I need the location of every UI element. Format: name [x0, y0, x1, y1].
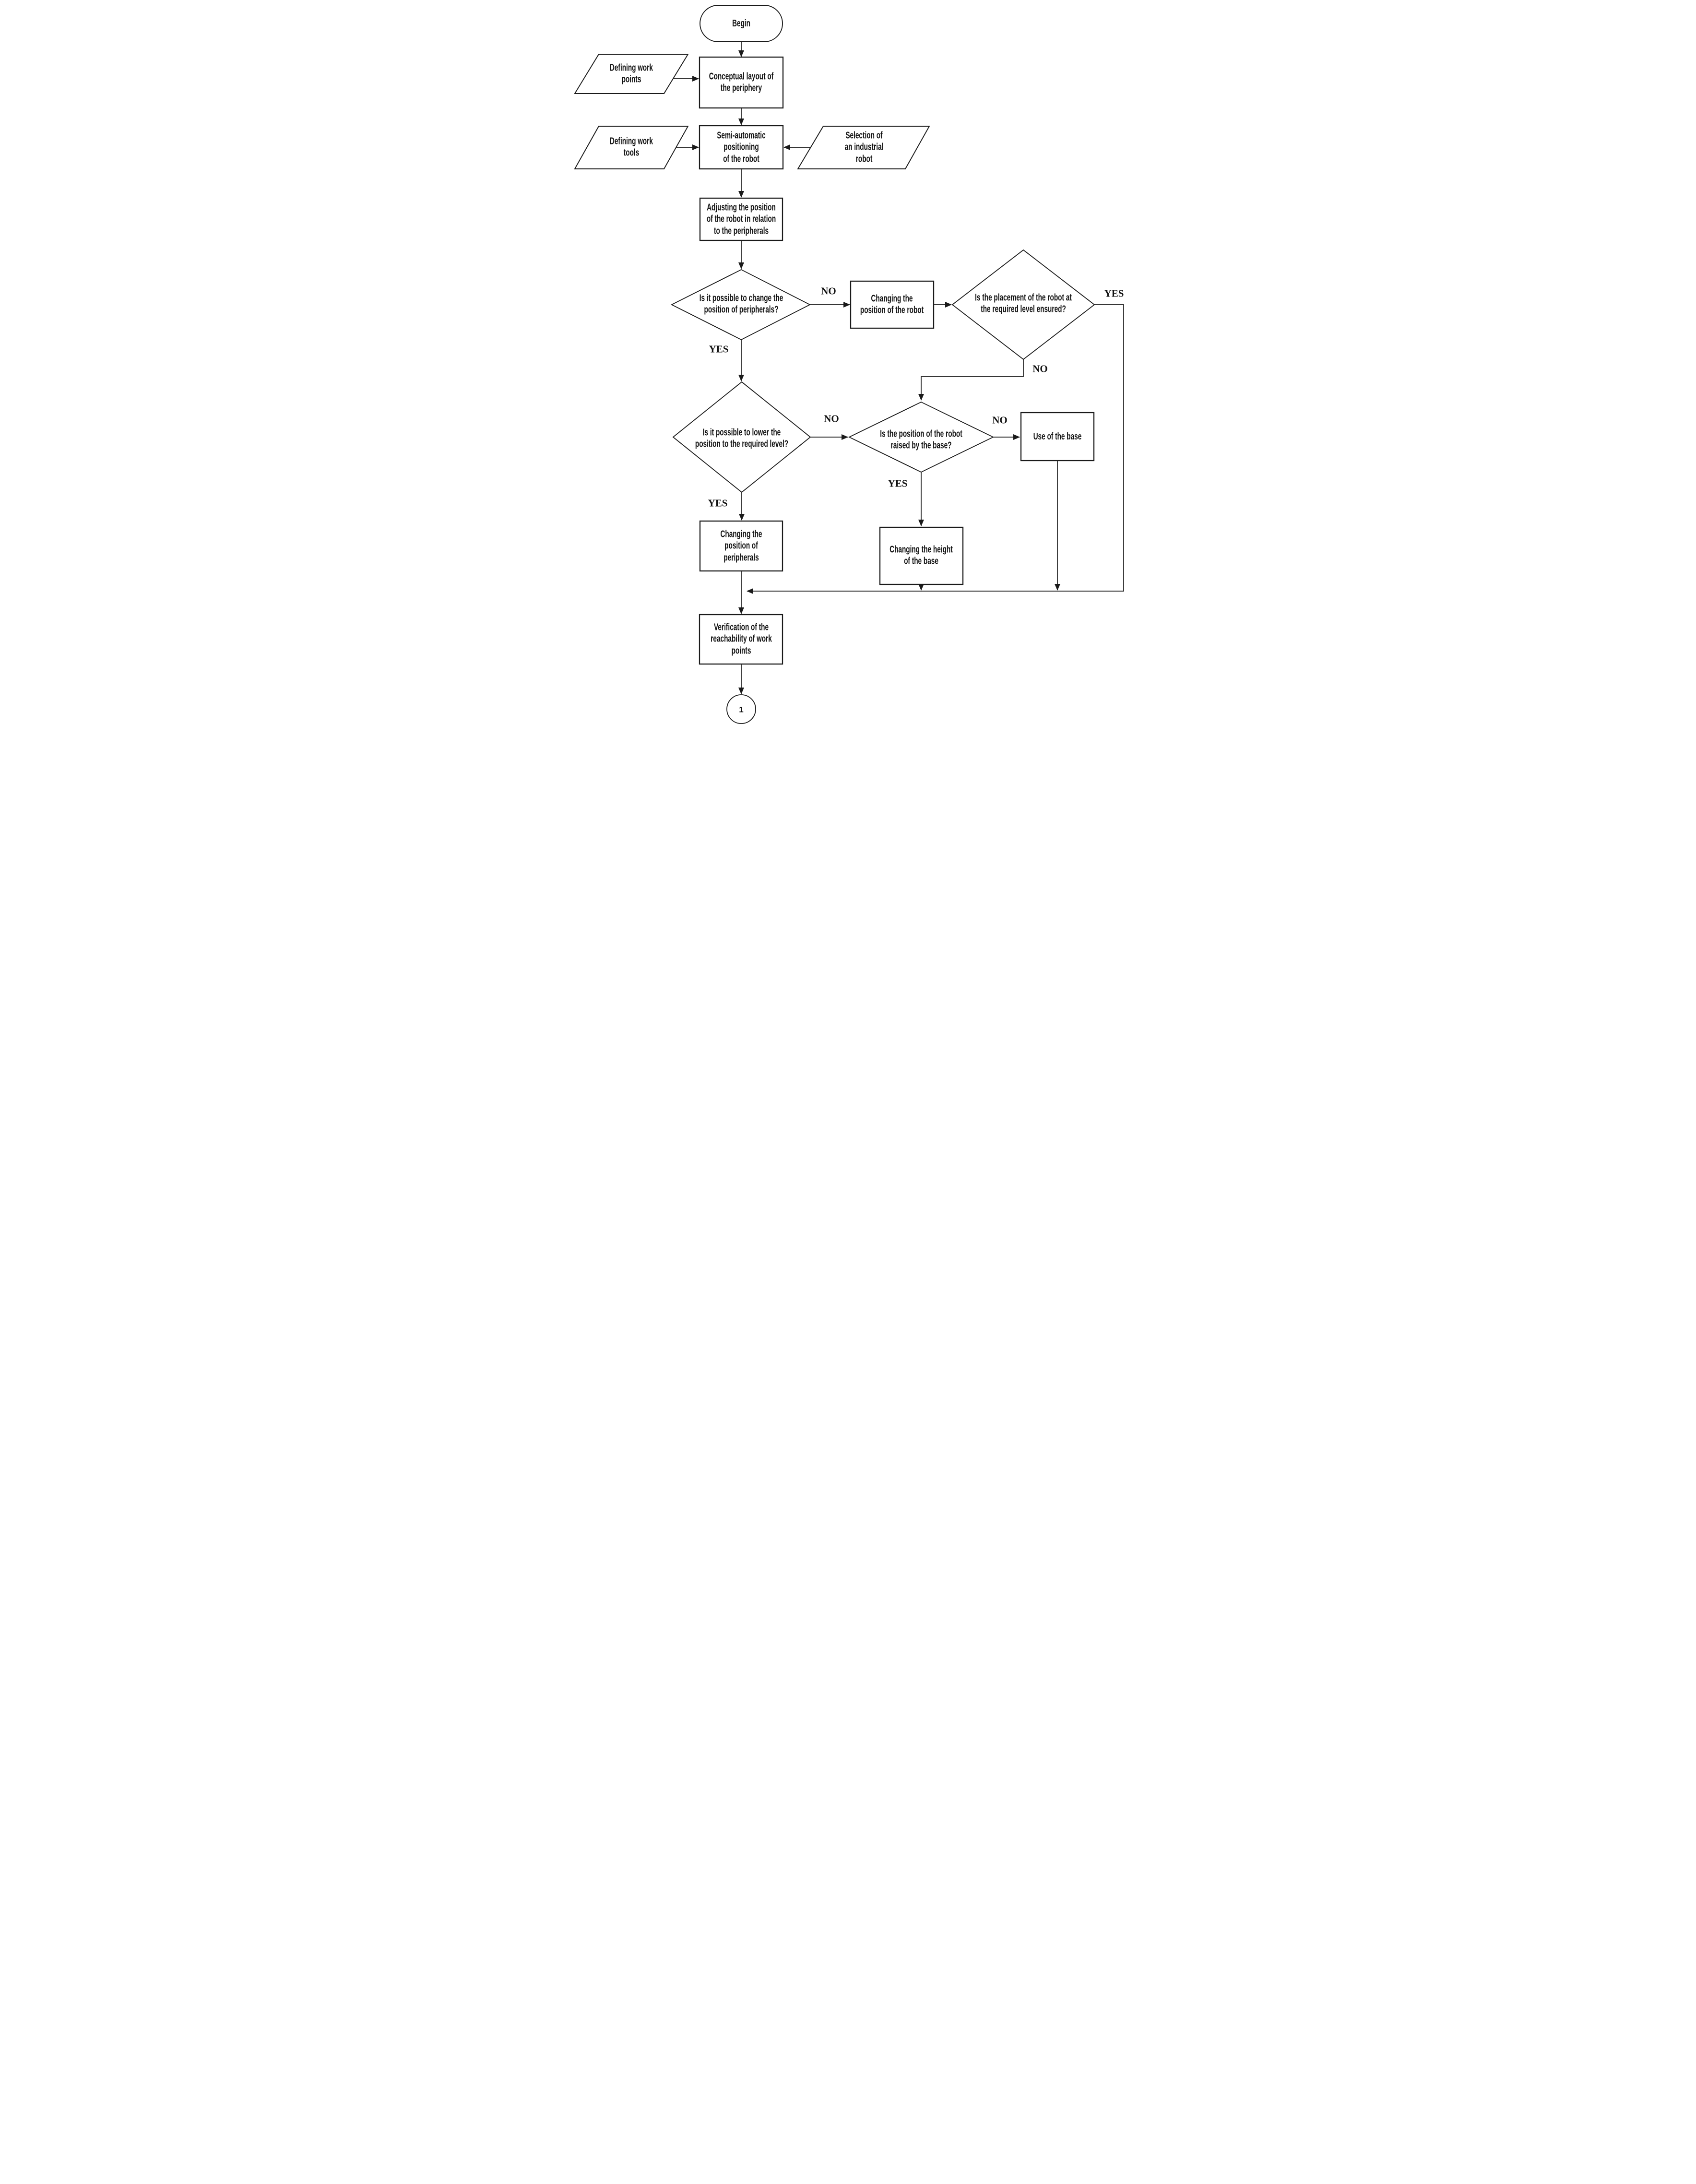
edge-decision2-no-to-decision4: [918, 359, 1024, 401]
branch-label-lower-position-yes: YES: [708, 497, 728, 509]
decision-lower-position-shape: [672, 381, 811, 493]
branch-label-change-peripherals-yes: YES: [709, 343, 729, 355]
node-label-decision-placement-level: Is the placement of the robot at the req…: [975, 292, 1072, 315]
node-label-semi-automatic: Semi-automatic positioning of the robot: [717, 130, 766, 165]
node-label-verification: Verification of the reachability of work…: [711, 622, 772, 656]
branch-label-lower-position-no: NO: [824, 413, 839, 425]
process-changing-height-base-shape: [879, 526, 964, 585]
node-label-decision-change-peripherals: Is it possible to change the position of…: [699, 293, 783, 315]
branch-label-change-peripherals-no: NO: [821, 285, 836, 297]
decision-change-peripherals-shape: [670, 269, 811, 341]
terminator-begin-shape: [700, 5, 783, 42]
node-label-selection-robot: Selection of an industrial robot: [844, 130, 884, 165]
node-label-changing-peripherals: Changing the position of peripherals: [720, 529, 762, 563]
edge-decision2-yes-return: [747, 304, 1124, 594]
node-label-conceptual-layout: Conceptual layout of the periphery: [709, 71, 774, 94]
process-changing-position-robot-shape: [850, 280, 935, 329]
node-label-adjusting-position: Adjusting the position of the robot in r…: [706, 202, 776, 237]
process-conceptual-layout-shape: [699, 56, 784, 109]
parallelogram-selection-robot: [797, 126, 930, 169]
node-label-defining-work-points: Defining work points: [610, 62, 653, 85]
connector-1-shape: [726, 694, 756, 724]
process-semi-automatic-shape: [699, 125, 784, 170]
node-label-begin: Begin: [732, 18, 750, 29]
parallelogram-defining-work-tools: [574, 126, 689, 169]
parallelogram-defining-work-points: [574, 54, 689, 94]
flowchart-shapes: [574, 5, 1124, 724]
process-changing-peripherals-shape: [699, 520, 783, 572]
node-label-decision-lower-position: Is it possible to lower the position to …: [695, 427, 789, 450]
node-label-connector-1: 1: [739, 705, 744, 714]
node-label-changing-height-base: Changing the height of the base: [890, 544, 953, 567]
process-use-of-base-shape: [1020, 412, 1095, 462]
node-label-decision-raised-by-base: Is the position of the robot raised by t…: [880, 428, 962, 451]
branch-label-raised-by-base-no: NO: [992, 414, 1008, 426]
branch-label-placement-level-yes: YES: [1104, 287, 1124, 299]
branch-label-placement-level-no: NO: [1032, 363, 1048, 375]
process-verification-shape: [699, 614, 783, 665]
flowchart-canvas: Begin Defining work points Conceptual la…: [565, 0, 1131, 728]
node-label-defining-work-tools: Defining work tools: [610, 136, 653, 158]
node-label-use-of-base: Use of the base: [1033, 431, 1082, 442]
node-label-changing-position-robot: Changing the position of the robot: [860, 293, 924, 316]
branch-label-raised-by-base-yes: YES: [888, 477, 908, 489]
decision-raised-by-base-shape: [848, 401, 995, 473]
decision-placement-level-shape: [951, 249, 1095, 360]
process-adjusting-position-shape: [699, 197, 783, 241]
